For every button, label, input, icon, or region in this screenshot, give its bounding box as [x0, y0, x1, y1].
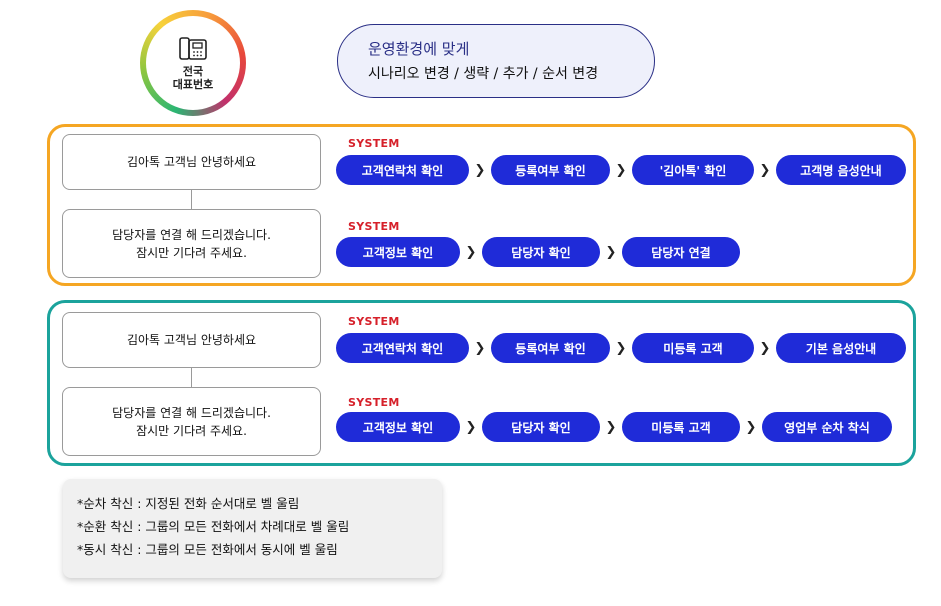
message-connector	[191, 190, 192, 209]
chevron-right-icon: ❯	[745, 419, 757, 435]
message-line: 담당자를 연결 해 드리겠습니다.	[112, 227, 271, 242]
ring-mode-legend: *순차 착신 : 지정된 전화 순서대로 벨 울림 *순환 착신 : 그룹의 모…	[63, 479, 442, 578]
step-pill: 등록여부 확인	[491, 155, 610, 185]
step-pill: '김아톡' 확인	[632, 155, 754, 185]
note-title: 운영환경에 맞게	[368, 40, 470, 58]
phone-badge: 전국 대표번호	[140, 10, 246, 116]
step-row: 고객연락처 확인 ❯ 등록여부 확인 ❯ 미등록 고객 ❯ 기본 음성안내	[336, 333, 906, 363]
legend-simultaneous: *동시 착신 : 그룹의 모든 전화에서 동시에 벨 울림	[77, 542, 338, 557]
greeting-message-box: 김아톡 고객님 안녕하세요	[62, 134, 321, 190]
system-label: SYSTEM	[348, 396, 400, 409]
step-pill: 고객연락처 확인	[336, 155, 469, 185]
scenario-note: 운영환경에 맞게 시나리오 변경 / 생략 / 추가 / 순서 변경	[337, 24, 655, 98]
connect-message-box: 담당자를 연결 해 드리겠습니다. 잠시만 기다려 주세요.	[62, 209, 321, 278]
step-pill: 등록여부 확인	[491, 333, 610, 363]
message-line: 담당자를 연결 해 드리겠습니다.	[112, 405, 271, 420]
message-line: 잠시만 기다려 주세요.	[136, 423, 247, 438]
step-pill: 고객연락처 확인	[336, 333, 469, 363]
step-pill: 미등록 고객	[632, 333, 754, 363]
chevron-right-icon: ❯	[605, 419, 617, 435]
greeting-message-box: 김아톡 고객님 안녕하세요	[62, 312, 321, 368]
badge-line-1: 전국	[182, 65, 204, 78]
system-label: SYSTEM	[348, 315, 400, 328]
step-pill: 담당자 연결	[622, 237, 740, 267]
badge-line-2: 대표번호	[172, 78, 214, 91]
message-line: 김아톡 고객님 안녕하세요	[126, 333, 257, 347]
step-pill: 영업부 순차 착식	[762, 412, 892, 442]
chevron-right-icon: ❯	[615, 162, 627, 178]
step-row: 고객정보 확인 ❯ 담당자 확인 ❯ 미등록 고객 ❯ 영업부 순차 착식	[336, 412, 892, 442]
step-pill: 담당자 확인	[482, 237, 600, 267]
step-row: 고객연락처 확인 ❯ 등록여부 확인 ❯ '김아톡' 확인 ❯ 고객명 음성안내	[336, 155, 906, 185]
step-pill: 고객명 음성안내	[776, 155, 906, 185]
step-pill: 미등록 고객	[622, 412, 740, 442]
message-line: 김아톡 고객님 안녕하세요	[126, 155, 257, 169]
chevron-right-icon: ❯	[474, 340, 486, 356]
scenario-group-registered	[47, 124, 916, 286]
chevron-right-icon: ❯	[759, 162, 771, 178]
badge-label: 전국 대표번호	[173, 65, 213, 91]
system-label: SYSTEM	[348, 137, 400, 150]
chevron-right-icon: ❯	[605, 244, 617, 260]
connect-message-box: 담당자를 연결 해 드리겠습니다. 잠시만 기다려 주세요.	[62, 387, 321, 456]
message-line: 잠시만 기다려 주세요.	[136, 245, 247, 260]
note-subtitle: 시나리오 변경 / 생략 / 추가 / 순서 변경	[368, 66, 599, 82]
system-label: SYSTEM	[348, 220, 400, 233]
chevron-right-icon: ❯	[759, 340, 771, 356]
chevron-right-icon: ❯	[465, 244, 477, 260]
step-pill: 고객정보 확인	[336, 237, 460, 267]
phone-badge-inner: 전국 대표번호	[146, 16, 240, 110]
legend-rotating: *순환 착신 : 그룹의 모든 전화에서 차례대로 벨 울림	[77, 519, 350, 534]
chevron-right-icon: ❯	[615, 340, 627, 356]
step-pill: 담당자 확인	[482, 412, 600, 442]
step-pill: 기본 음성안내	[776, 333, 906, 363]
chevron-right-icon: ❯	[465, 419, 477, 435]
scenario-group-unregistered	[47, 300, 916, 466]
step-pill: 고객정보 확인	[336, 412, 460, 442]
office-phone-icon	[179, 37, 207, 60]
chevron-right-icon: ❯	[474, 162, 486, 178]
message-connector	[191, 368, 192, 387]
step-row: 고객정보 확인 ❯ 담당자 확인 ❯ 담당자 연결	[336, 237, 740, 267]
legend-sequential: *순차 착신 : 지정된 전화 순서대로 벨 울림	[77, 496, 300, 511]
